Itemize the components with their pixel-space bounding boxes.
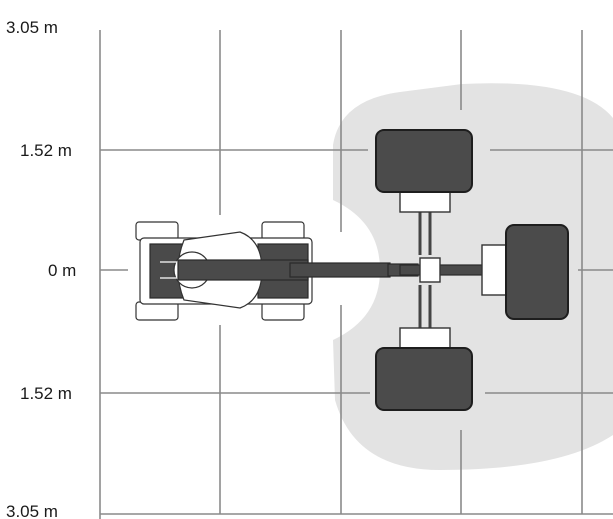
- boom: [177, 257, 491, 283]
- platform-front: [481, 224, 569, 320]
- lower-platform-basket: [375, 347, 473, 411]
- wheel-rear-right: [261, 301, 305, 321]
- front-platform-mount: [481, 244, 507, 296]
- wheel-front-right: [135, 301, 179, 321]
- front-platform-basket: [505, 224, 569, 320]
- upper-platform-mount: [399, 189, 451, 213]
- platform-lower: [375, 285, 473, 411]
- chassis-left-block: [149, 243, 185, 299]
- boom-section: [289, 262, 391, 278]
- lower-platform-mount: [399, 327, 451, 351]
- horizontal-gridlines: [100, 149, 613, 515]
- jib-mount: [419, 257, 441, 283]
- vertical-gridlines: [219, 30, 583, 514]
- upper-platform-basket: [375, 129, 473, 193]
- y-label-zero: 0 m: [48, 261, 76, 280]
- jib: [399, 264, 491, 276]
- boom-base: [177, 259, 309, 281]
- y-label-lower-mid: 1.52 m: [20, 384, 72, 403]
- y-label-top: 3.05 m: [6, 18, 58, 37]
- platform-upper: [375, 129, 473, 255]
- y-label-upper-mid: 1.52 m: [20, 141, 72, 160]
- y-label-bottom: 3.05 m: [6, 502, 58, 519]
- wheel-rear-left: [261, 221, 305, 241]
- wheel-front-left: [135, 221, 179, 241]
